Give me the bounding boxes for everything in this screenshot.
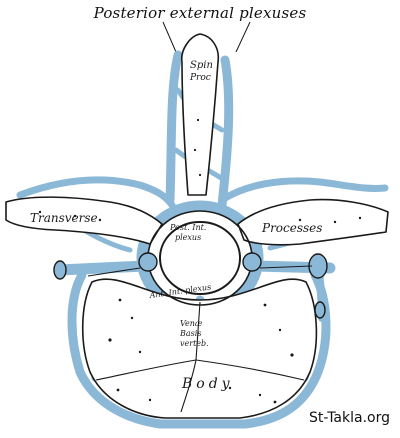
spinous-process bbox=[180, 33, 220, 196]
label-post-int-2: plexus bbox=[175, 233, 201, 242]
label-transverse: Transverse bbox=[30, 211, 98, 225]
vertebra-bone bbox=[5, 33, 389, 419]
diagram-title: Posterior external plexuses bbox=[93, 4, 307, 22]
label-post-int-1: Post. Int. bbox=[169, 223, 206, 232]
vessel-edges bbox=[87, 265, 313, 413]
label-venae-2: Basis bbox=[179, 329, 201, 338]
label-spine-1: Spin bbox=[190, 60, 213, 71]
label-venae-3: verteb. bbox=[180, 339, 209, 348]
label-processes: Processes bbox=[261, 221, 322, 235]
label-body: Body bbox=[181, 376, 234, 392]
bone-texture bbox=[38, 118, 362, 404]
title-leader-lines bbox=[162, 21, 251, 53]
label-venae-1: Venæ bbox=[180, 319, 203, 328]
vertebral-body bbox=[81, 278, 318, 419]
label-spine-2: Proc bbox=[189, 73, 211, 83]
transverse-process-right bbox=[237, 198, 389, 246]
cut-vessels bbox=[53, 252, 328, 319]
watermark: St-Takla.org bbox=[309, 410, 390, 426]
